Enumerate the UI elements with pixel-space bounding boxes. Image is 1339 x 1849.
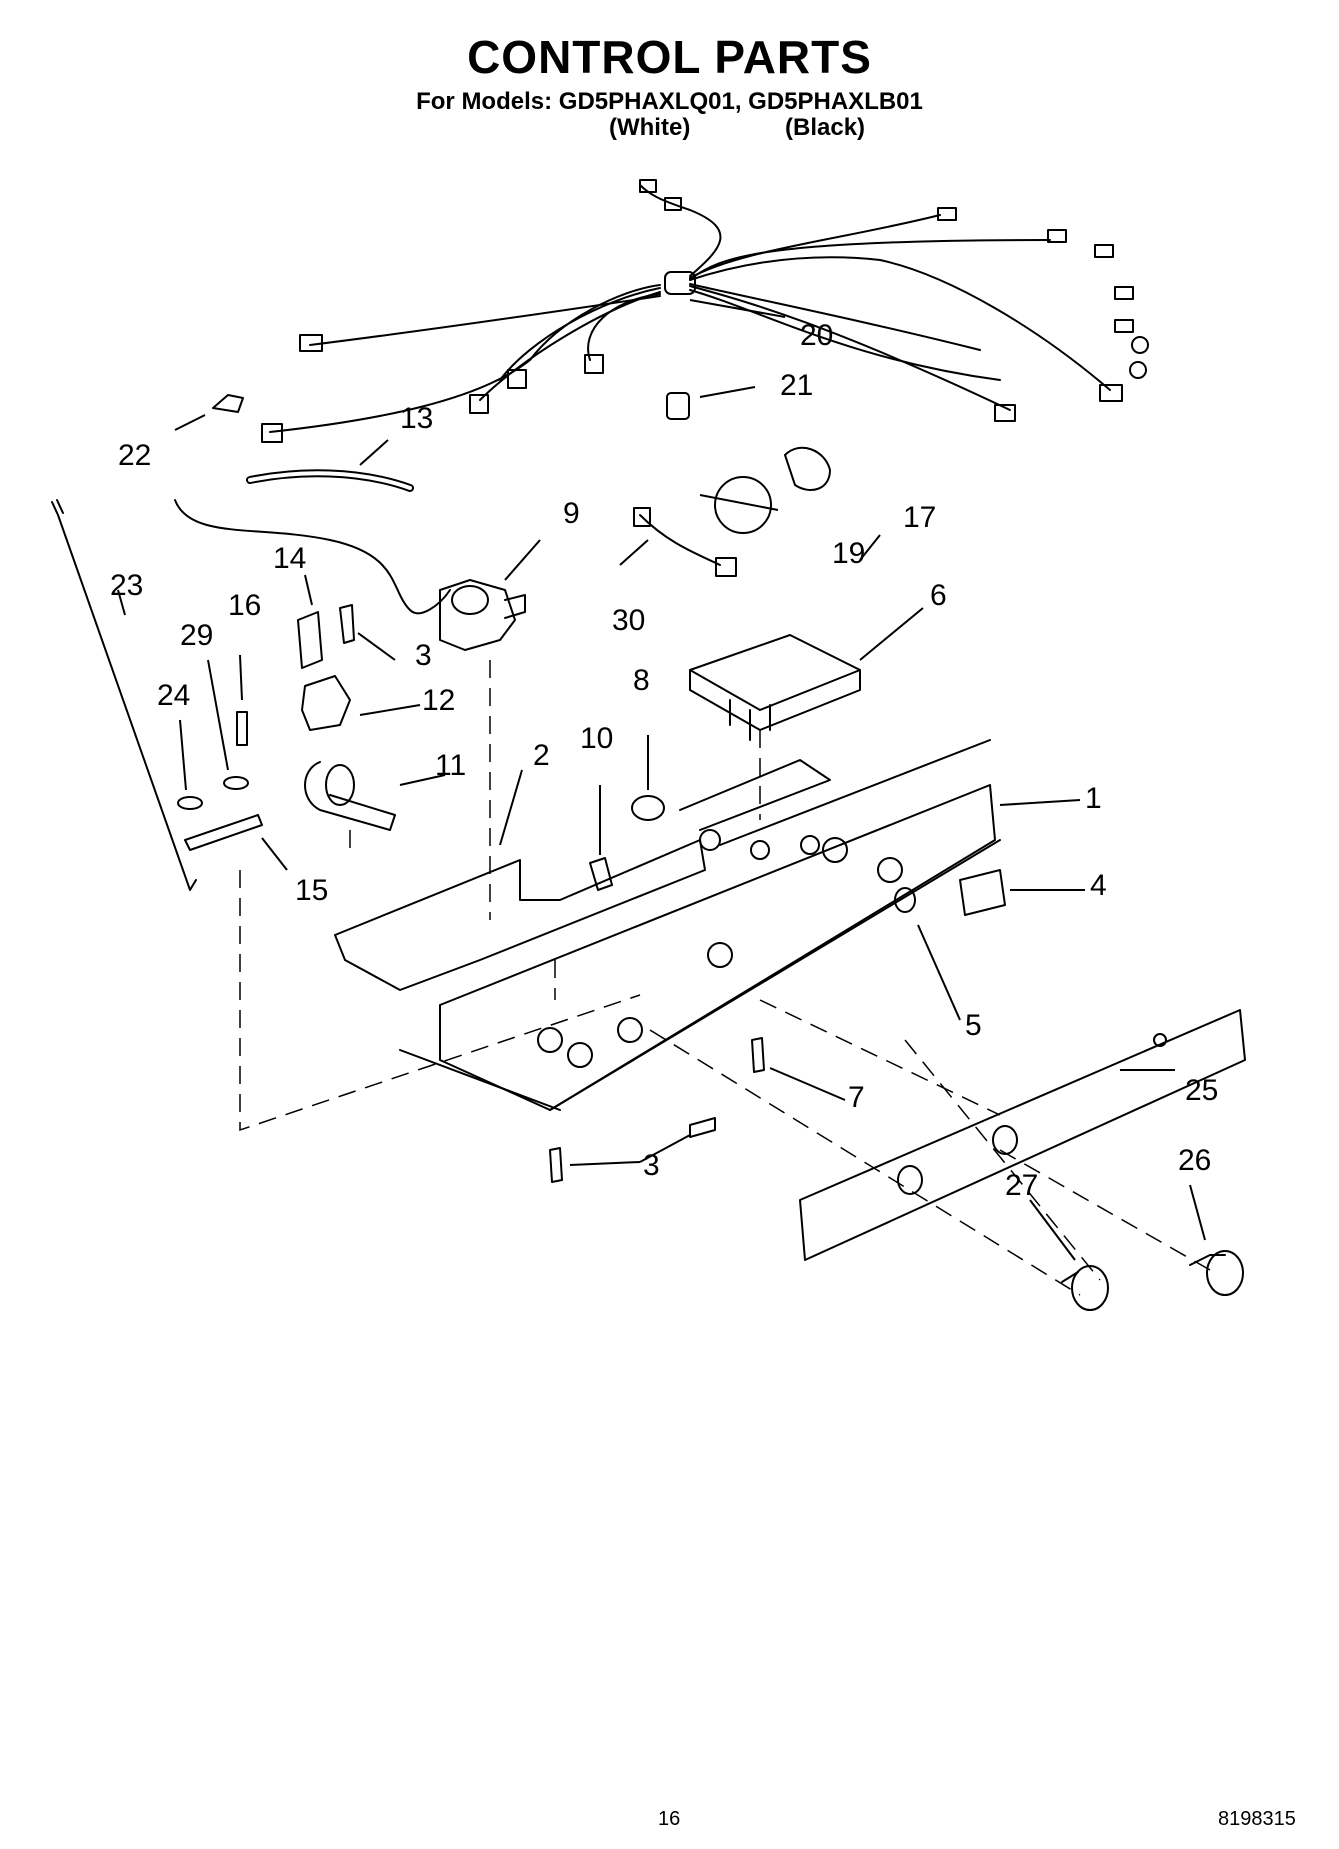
callout-1: 1	[1085, 782, 1102, 815]
callout-27: 27	[1005, 1169, 1038, 1202]
shaft-part-11	[304, 761, 396, 831]
callout-3-lower: 3	[643, 1149, 660, 1182]
callout-23: 23	[110, 569, 143, 602]
rod-part-23	[51, 499, 197, 891]
callout-11: 11	[435, 749, 466, 782]
callout-5: 5	[965, 1009, 982, 1042]
callout-13: 13	[400, 402, 433, 435]
variant-white-label: (White)	[609, 114, 691, 141]
screw-part-16	[236, 711, 248, 746]
callout-12: 12	[422, 684, 455, 717]
callout-17: 17	[903, 501, 936, 534]
leader-lines	[117, 299, 1206, 1261]
callout-15: 15	[295, 874, 328, 907]
callout-4: 4	[1090, 869, 1107, 902]
models-line: For Models: GD5PHAXLQ01, GD5PHAXLB01	[416, 88, 923, 115]
callout-22: 22	[118, 439, 151, 472]
callout-7: 7	[848, 1081, 865, 1114]
socket-part-17	[784, 446, 831, 491]
knob-part-27	[1061, 1265, 1109, 1311]
panel-part-25	[799, 1009, 1246, 1261]
control-board-part-6	[689, 634, 861, 741]
callout-8: 8	[633, 664, 650, 697]
callout-25: 25	[1185, 1074, 1218, 1107]
lever-part-15	[184, 814, 263, 851]
bracket-part-2	[334, 839, 706, 991]
alignment-lines	[239, 660, 1211, 1296]
callout-24: 24	[157, 679, 190, 712]
callout-9: 9	[563, 497, 580, 530]
clip-part-21	[666, 392, 690, 420]
knob-part-26	[1189, 1250, 1244, 1296]
bracket-part-12	[301, 675, 351, 731]
washer-part-29	[223, 776, 249, 790]
callout-21: 21	[780, 369, 813, 402]
grommet-part-10	[589, 857, 613, 891]
callout-26: 26	[1178, 1144, 1211, 1177]
bulb-part-19	[714, 476, 772, 534]
screw-part-3-mid	[689, 1117, 716, 1138]
callout-20: 20	[800, 319, 833, 352]
pigtail-part-30	[639, 514, 721, 566]
switch-part-4	[959, 869, 1006, 916]
housing-part-1	[399, 739, 1001, 1111]
screw-part-3-lower	[549, 1147, 563, 1183]
variant-black-label: (Black)	[785, 114, 866, 141]
control-part-9	[439, 579, 526, 651]
callout-14: 14	[273, 542, 306, 575]
knob-part-14	[297, 611, 323, 669]
retainer-part-22	[212, 394, 244, 413]
callout-30: 30	[612, 604, 645, 637]
screw-part-3-upper	[339, 604, 355, 644]
washer-part-24	[177, 796, 203, 810]
callout-16: 16	[228, 589, 261, 622]
page-number: 16	[658, 1808, 681, 1830]
cap-part-8	[631, 795, 665, 821]
callout-29: 29	[180, 619, 213, 652]
callout-10: 10	[580, 722, 613, 755]
callout-6: 6	[930, 579, 947, 612]
callout-3-upper: 3	[415, 639, 432, 672]
button-part-5	[894, 887, 916, 913]
page-title: CONTROL PARTS	[467, 31, 872, 83]
wire-harness	[261, 179, 1149, 443]
callout-19: 19	[832, 537, 865, 570]
screw-part-7	[751, 1037, 765, 1073]
document-number: 8198315	[1218, 1808, 1296, 1830]
callout-2: 2	[533, 739, 550, 772]
callout-labels: 1 2 3 3 4 5 6 7 8 9 10 11 12 13 14 15 16…	[110, 319, 1218, 1202]
